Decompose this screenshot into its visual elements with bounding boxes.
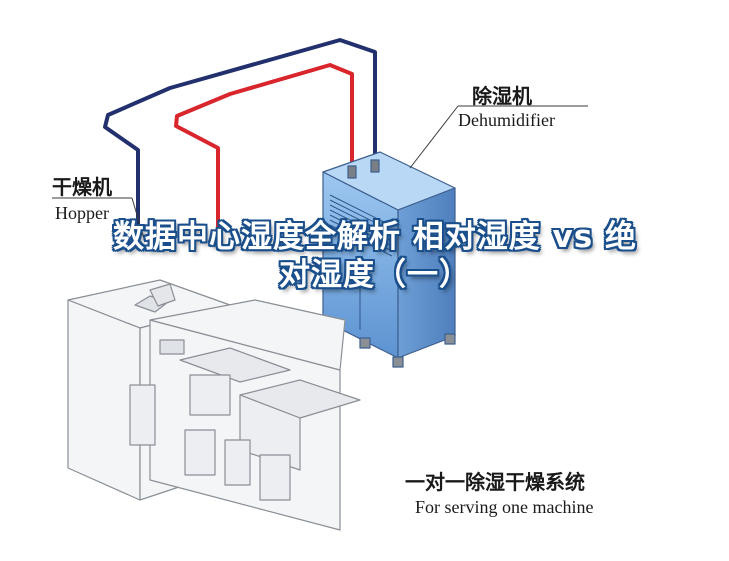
hopper-label-en: Hopper	[55, 203, 109, 223]
blue-pipe	[103, 38, 377, 234]
headline-title: 数据中心湿度全解析 相对湿度 vs 绝对湿度（一）	[112, 219, 638, 293]
red-pipe	[174, 63, 354, 234]
dehumidifier-label-cn: 除湿机	[472, 84, 532, 108]
molding-machine	[67, 279, 361, 531]
pipes	[103, 38, 377, 234]
dehumidifier-label-en: Dehumidifier	[458, 110, 555, 130]
hopper-label-cn: 干燥机	[52, 175, 112, 199]
system-label-cn: 一对一除湿干燥系统	[405, 470, 585, 494]
system-label-en: For serving one machine	[415, 497, 594, 517]
